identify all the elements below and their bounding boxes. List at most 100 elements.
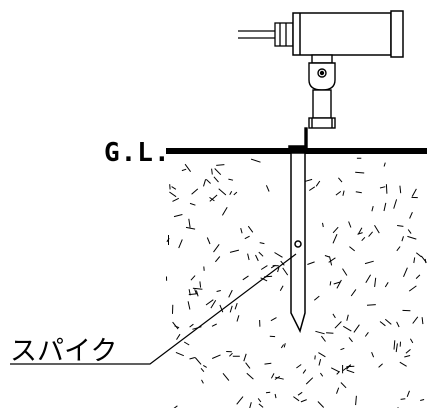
soil-stroke xyxy=(186,227,195,229)
soil-stroke xyxy=(318,402,324,408)
soil-stroke xyxy=(174,215,182,217)
soil-stroke xyxy=(337,280,342,288)
soil-stroke xyxy=(404,356,410,358)
soil-stroke xyxy=(293,397,299,401)
soil-stroke xyxy=(341,348,345,349)
soil-stroke xyxy=(356,192,362,193)
soil-stroke xyxy=(410,212,413,218)
soil-stroke xyxy=(401,399,406,400)
soil-stroke xyxy=(379,364,383,368)
soil-stroke xyxy=(214,244,220,252)
soil-stroke xyxy=(184,342,189,345)
soil-stroke xyxy=(386,184,387,194)
soil-stroke xyxy=(333,234,337,243)
soil-stroke xyxy=(349,247,354,251)
soil-stroke xyxy=(396,343,397,352)
soil-stroke xyxy=(212,169,213,175)
soil-stroke xyxy=(337,388,339,394)
soil-stroke xyxy=(408,230,411,234)
soil-stroke xyxy=(316,181,320,186)
soil-stroke xyxy=(284,343,285,347)
soil-stroke xyxy=(188,301,190,309)
soil-stroke xyxy=(215,257,219,262)
soil-stroke xyxy=(319,359,321,365)
soil-stroke xyxy=(397,322,400,327)
soil-stroke xyxy=(412,189,416,197)
soil-stroke xyxy=(230,250,239,252)
soil-stroke xyxy=(259,252,263,256)
soil-stroke xyxy=(400,186,401,194)
soil-stroke xyxy=(326,333,333,334)
soil-stroke xyxy=(404,268,408,277)
soil-stroke xyxy=(229,353,232,356)
soil-stroke xyxy=(306,378,313,384)
soil-stroke xyxy=(420,400,424,401)
soil-stroke xyxy=(234,192,237,195)
soil-stroke xyxy=(343,365,351,371)
soil-stroke xyxy=(303,370,306,374)
soil-stroke xyxy=(216,165,224,166)
soil-stroke xyxy=(265,363,272,364)
soil-stroke xyxy=(330,281,331,285)
soil-stroke xyxy=(407,391,409,397)
soil-stroke xyxy=(206,300,213,305)
soil-stroke xyxy=(385,282,388,287)
soil-stroke xyxy=(309,187,315,191)
soil-stroke xyxy=(241,228,242,233)
soil-stroke xyxy=(271,318,277,321)
soil-stroke xyxy=(333,314,336,318)
soil-stroke xyxy=(244,354,246,361)
soil-stroke xyxy=(365,261,374,263)
soil-stroke xyxy=(261,266,267,270)
soil-stroke xyxy=(245,236,250,239)
soil-stroke xyxy=(298,392,302,395)
soil-stroke xyxy=(343,269,347,276)
ground-level-label: G.L. xyxy=(104,140,171,166)
soil-stroke xyxy=(416,275,420,279)
soil-stroke xyxy=(201,368,204,371)
soil-stroke xyxy=(336,191,341,195)
soil-stroke xyxy=(173,322,179,329)
soil-stroke xyxy=(397,226,403,227)
soil-stroke xyxy=(237,315,239,321)
soil-stroke xyxy=(275,253,283,258)
soil-stroke xyxy=(315,355,316,359)
soil-stroke xyxy=(214,177,219,182)
soil-stroke xyxy=(281,345,283,349)
soil-stroke xyxy=(320,373,322,376)
soil-stroke xyxy=(410,339,412,343)
soil-stroke xyxy=(212,355,220,359)
soil-stroke xyxy=(349,337,353,341)
soil-stroke xyxy=(190,324,194,327)
soil-stroke xyxy=(207,238,210,245)
soil-stroke xyxy=(179,239,183,248)
soil-stroke xyxy=(409,286,416,291)
soil-stroke xyxy=(193,288,203,289)
soil-stroke xyxy=(235,303,237,309)
soil-stroke xyxy=(246,363,250,369)
soil-stroke xyxy=(249,402,251,408)
soil-stroke xyxy=(402,236,404,241)
soil-stroke xyxy=(203,365,206,367)
soil-stroke xyxy=(367,305,376,306)
soil-stroke xyxy=(407,236,416,239)
soil-stroke xyxy=(385,319,391,324)
soil-stroke xyxy=(416,253,421,257)
mounting-bracket xyxy=(305,55,335,148)
soil-stroke xyxy=(397,247,400,251)
soil-stroke xyxy=(228,179,233,180)
soil-stroke xyxy=(307,262,314,265)
soil-stroke xyxy=(318,353,325,357)
soil-stroke xyxy=(366,275,371,283)
soil-stroke xyxy=(369,232,373,237)
soil-stroke xyxy=(333,227,338,233)
soil-stroke xyxy=(258,398,261,402)
soil-stroke xyxy=(296,365,301,369)
soil-stroke xyxy=(331,368,339,372)
soil-stroke xyxy=(230,191,232,195)
soil-stroke xyxy=(260,243,265,244)
soil-stroke xyxy=(315,331,324,334)
soil-stroke xyxy=(338,178,342,182)
soil-stroke xyxy=(365,332,368,336)
soil-stroke xyxy=(356,396,357,405)
